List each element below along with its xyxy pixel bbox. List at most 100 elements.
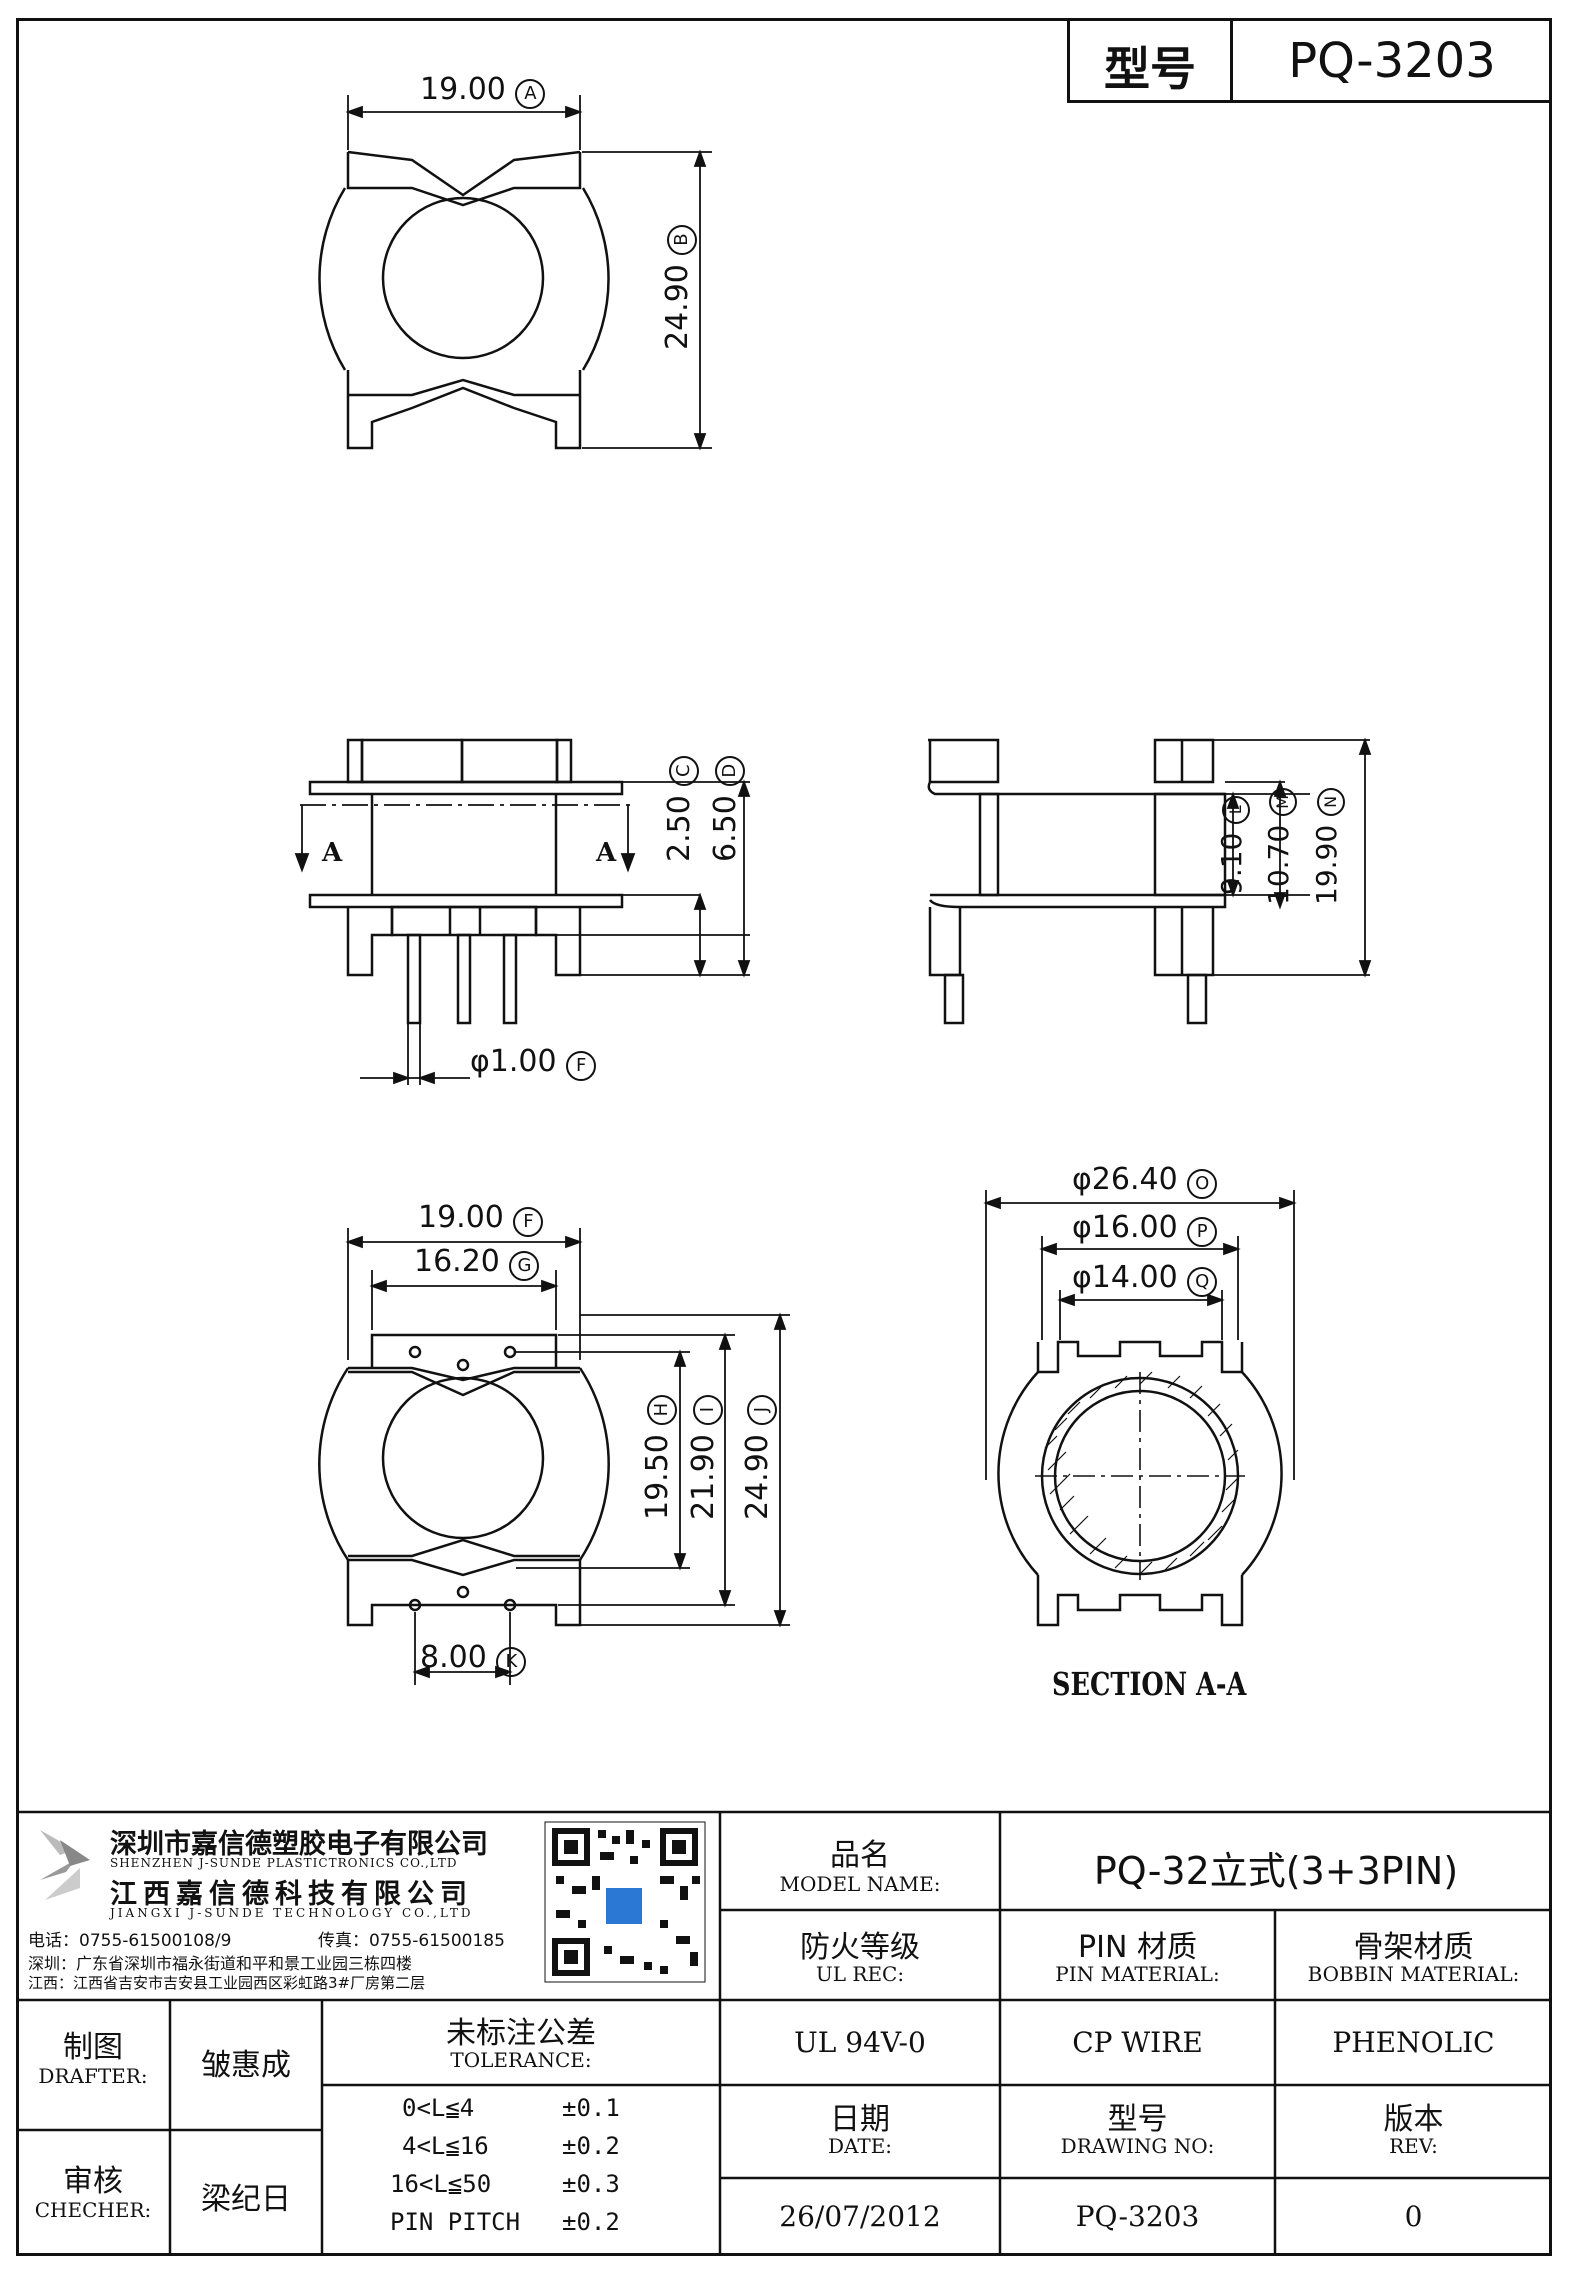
- ul-rec-cn: 防火等级: [800, 1930, 920, 1965]
- tolerance-cn: 未标注公差: [446, 2016, 596, 2051]
- dim-n-tag: N: [1317, 787, 1345, 816]
- section-mark-left: A: [322, 838, 343, 868]
- bobbin-material-en: BOBBIN MATERIAL:: [1307, 1962, 1520, 1986]
- side-view-outline: [927, 738, 1227, 1025]
- section-mark-right: A: [596, 838, 617, 868]
- model-label: 型号: [1104, 42, 1196, 96]
- section-dims: [983, 1190, 1297, 1480]
- front-view-dims: [360, 779, 751, 1085]
- rev-cn: 版本: [1383, 2102, 1444, 2137]
- dim-m-label: 10.70 M: [1262, 787, 1297, 905]
- dim-j-tag: J: [747, 1394, 777, 1425]
- pin-diameter-label: φ1.00 F: [470, 1044, 597, 1081]
- company-name-cn-1: 深圳市嘉信德塑胶电子有限公司: [110, 1829, 488, 1860]
- dim-g-label: 16.20 G: [414, 1244, 540, 1281]
- date-en: DATE:: [827, 2134, 893, 2158]
- dim-m-tag: M: [1269, 787, 1297, 816]
- side-view-dims: [1213, 737, 1372, 978]
- bottom-view-outline: [318, 1333, 610, 1627]
- dim-l-label: 9.10 L: [1215, 795, 1250, 895]
- dim-q-label: φ14.00 Q: [1072, 1260, 1218, 1297]
- top-view-dims: [345, 95, 712, 451]
- dim-a-tag: A: [515, 79, 546, 109]
- tolerance-range-3: 16<L≦50: [390, 2170, 492, 2198]
- bobbin-material-cn: 骨架材质: [1353, 1930, 1474, 1965]
- tolerance-range-1: 0<L≦4: [402, 2094, 475, 2122]
- dim-o-label: φ26.40 O: [1072, 1162, 1218, 1199]
- dim-l-tag: L: [1222, 795, 1250, 824]
- front-view-section-line: [294, 804, 636, 873]
- model-name-en: MODEL NAME:: [779, 1872, 941, 1896]
- rev-en: REV:: [1389, 2134, 1438, 2158]
- model-name-value: PQ-32立式(3+3PIN): [1093, 1849, 1459, 1893]
- drafter-cn: 制图: [63, 2030, 123, 2065]
- dim-o-tag: O: [1187, 1169, 1218, 1199]
- tolerance-value-3: ±0.3: [562, 2170, 620, 2198]
- company-name-en-2: JIANGXI J-SUNDE TECHNOLOGY CO.,LTD: [110, 1906, 474, 1920]
- dim-c-label: 2.50 C: [662, 755, 699, 862]
- pin-material-en: PIN MATERIAL:: [1055, 1962, 1220, 1986]
- company-name-en-1: SHENZHEN J-SUNDE PLASTICTRONICS CO.,LTD: [110, 1856, 458, 1870]
- company-logo: [40, 1830, 90, 1900]
- tolerance-range-2: 4<L≦16: [402, 2132, 489, 2160]
- dim-f-bottom-tag: F: [513, 1207, 544, 1237]
- dim-i-label: 21.90 I: [686, 1394, 723, 1520]
- company-address-jx: 江西：江西省吉安市吉安县工业园西区彩虹路3#厂房第二层: [28, 1974, 426, 1992]
- tolerance-value-1: ±0.1: [562, 2094, 620, 2122]
- dim-b-tag: B: [667, 224, 697, 255]
- checker-cn: 审核: [63, 2164, 123, 2199]
- front-view-outline: [308, 738, 624, 1025]
- model-number-box: 型号 PQ-3203: [1067, 18, 1552, 103]
- dim-q-tag: Q: [1187, 1267, 1218, 1297]
- bobbin-material-value: PHENOLIC: [1332, 2026, 1495, 2059]
- section-title: SECTION A-A: [1052, 1665, 1247, 1703]
- bottom-view-dims: [345, 1228, 790, 1685]
- checker-value: 梁纪日: [201, 2182, 291, 2217]
- dim-f-tag: F: [566, 1051, 597, 1081]
- dim-p-label: φ16.00 P: [1072, 1210, 1218, 1247]
- dim-h-label: 19.50 H: [640, 1394, 677, 1520]
- checker-en: CHECHER:: [34, 2198, 152, 2222]
- company-address-sz: 深圳：广东省深圳市福永街道和平和景工业园三栋四楼: [28, 1954, 413, 1973]
- pin-material-cn: PIN 材质: [1078, 1930, 1197, 1965]
- rev-value: 0: [1404, 2200, 1423, 2233]
- dim-k-label: 8.00 K: [420, 1640, 527, 1677]
- dim-p-tag: P: [1187, 1217, 1218, 1247]
- ul-rec-en: UL REC:: [815, 1962, 905, 1986]
- dim-d-tag: D: [715, 755, 745, 786]
- top-view-outline: [318, 150, 610, 450]
- section-hatch: [1044, 1371, 1239, 1575]
- company-name-cn-2: 江西嘉信德科技有限公司: [110, 1879, 473, 1910]
- dim-g-tag: G: [509, 1251, 540, 1281]
- model-value: PQ-3203: [1288, 33, 1496, 89]
- dim-d-label: 6.50 D: [708, 755, 745, 862]
- qr-code: [544, 1821, 706, 1983]
- date-value: 26/07/2012: [779, 2200, 941, 2233]
- drawing-no-cn: 型号: [1107, 2102, 1168, 2137]
- tolerance-en: TOLERANCE:: [450, 2048, 592, 2072]
- title-block-grid: [16, 1810, 1552, 2256]
- company-fax: 传真：0755-61500185: [318, 1931, 505, 1951]
- drawing-frame: [16, 18, 1552, 2256]
- tolerance-value-2: ±0.2: [562, 2132, 620, 2160]
- dim-h-tag: H: [647, 1394, 677, 1425]
- drafter-value: 皱惠成: [201, 2048, 291, 2083]
- dim-c-tag: C: [669, 755, 699, 786]
- dim-j-label: 24.90 J: [740, 1394, 777, 1520]
- dim-b-label: 24.90 B: [660, 224, 697, 350]
- pin-material-value: CP WIRE: [1072, 2026, 1203, 2059]
- company-tel: 电话：0755-61500108/9: [28, 1931, 232, 1951]
- section-centerlines: [1035, 1372, 1245, 1580]
- dim-f-label: 19.00 F: [418, 1200, 544, 1237]
- drafter-en: DRAFTER:: [38, 2064, 148, 2088]
- tolerance-value-4: ±0.2: [562, 2208, 620, 2236]
- drawing-no-en: DRAWING NO:: [1060, 2134, 1215, 2158]
- dim-n-label: 19.90 N: [1310, 787, 1345, 905]
- dim-a-label: 19.00 A: [420, 72, 546, 109]
- model-name-cn: 品名: [830, 1838, 890, 1873]
- dim-k-tag: K: [496, 1647, 527, 1677]
- dim-i-tag: I: [693, 1394, 723, 1425]
- drawing-no-value: PQ-3203: [1075, 2200, 1200, 2233]
- tolerance-range-4: PIN PITCH: [390, 2208, 521, 2236]
